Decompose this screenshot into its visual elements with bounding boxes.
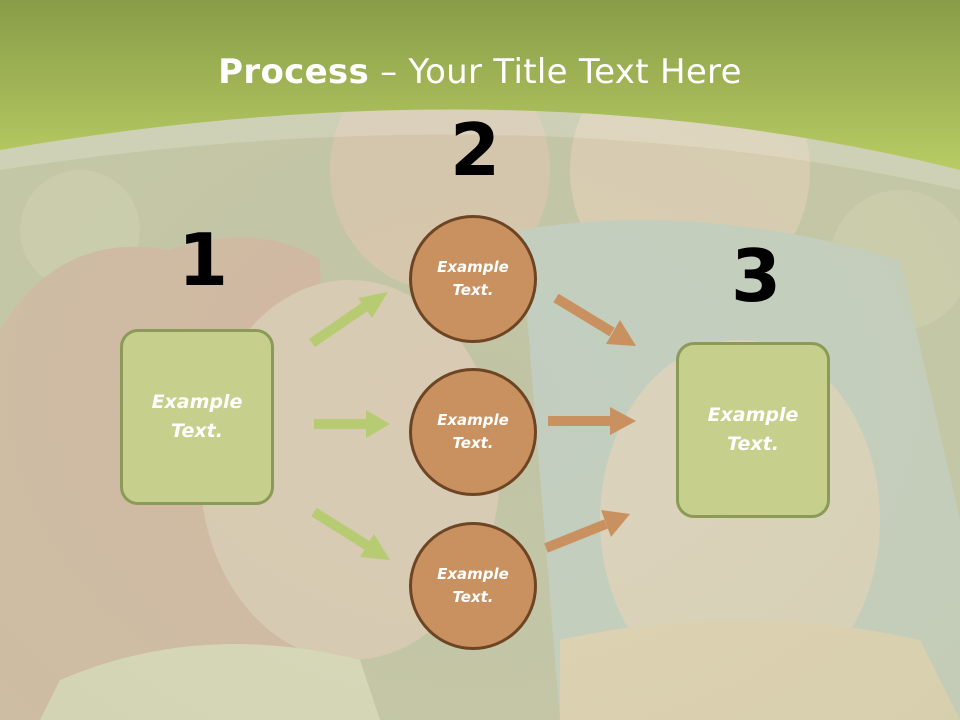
step-number-1: 1 [178, 218, 229, 302]
arrow-to-circle-1 [309, 292, 388, 348]
step-number-3: 3 [731, 234, 782, 318]
arrow-to-circle-2 [314, 410, 390, 438]
circle-3: Example Text. [409, 522, 537, 650]
circle-2: Example Text. [409, 368, 537, 496]
circle-2-text: Example Text. [437, 411, 509, 452]
step-1-box: Example Text. [120, 329, 274, 505]
step-1-box-text: Example Text. [151, 391, 243, 442]
circle-1: Example Text. [409, 215, 537, 343]
arrow-from-circle-2 [548, 407, 636, 435]
title-bold: Process [218, 52, 370, 92]
step-number-2: 2 [450, 108, 501, 192]
title-separator: – [369, 52, 409, 92]
step-3-box: Example Text. [676, 342, 830, 518]
arrow-from-circle-3 [544, 510, 630, 553]
slide-title: Process – Your Title Text Here [0, 52, 960, 92]
title-text: Your Title Text Here [408, 52, 742, 92]
circle-1-text: Example Text. [437, 258, 509, 299]
circle-3-text: Example Text. [437, 565, 509, 606]
step-3-box-text: Example Text. [707, 404, 799, 455]
arrow-to-circle-3 [311, 507, 390, 560]
arrow-from-circle-1 [553, 293, 636, 346]
